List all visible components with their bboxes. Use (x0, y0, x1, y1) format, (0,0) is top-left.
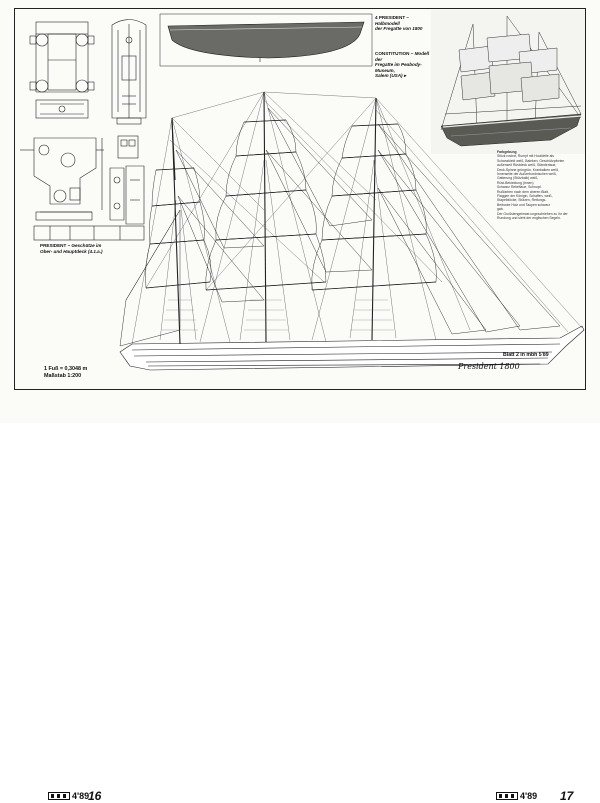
paint-description-line: Der Großstengelmast ungeschrieben zu ihr… (497, 211, 568, 216)
half-hull-caption-text-1: – Halbmodell (375, 15, 409, 26)
gun-caption-title: PRESIDENT (40, 243, 67, 248)
left-page-number: 16 (88, 789, 102, 803)
gun-sled-view (111, 19, 147, 125)
half-hull-caption-text-2: der Fregatte von 1800 (375, 26, 423, 32)
gun-side-view (20, 137, 104, 221)
right-page-number: 17 (560, 789, 574, 803)
half-hull-model (159, 13, 373, 67)
magazine-logo-icon (496, 792, 518, 800)
page-footer: 4'89 16 4'89 17 (0, 393, 600, 803)
paint-description-line: Stapelblöcke, Stützen, Rettungs- (497, 198, 547, 203)
half-hull-caption: 4 PRESIDENT – Halbmodell der Fregatte vo… (375, 15, 433, 32)
constitution-caption-text-3: Salem (USA) (375, 73, 403, 79)
ratlines (162, 299, 394, 331)
paint-description-line: Schwarz Relieftaue, Schnupf- (497, 185, 542, 190)
constitution-caption-text-1: – Modell der (375, 51, 430, 62)
paint-description-line: Innenseite der Außenbordnischen weiß, (497, 172, 557, 177)
magazine-logo-icon (48, 792, 70, 800)
masts (171, 91, 377, 345)
paint-description-line: Rundung und sieht der englischen Segeln. (497, 216, 561, 221)
gun-detail-parts (109, 135, 145, 225)
paint-description-line: außenseit Rüstdeck weiß, Ständertaue, (497, 163, 557, 168)
constitution-model-photo (431, 10, 585, 154)
constitution-caption-title: CONSTITUTION (375, 51, 410, 56)
plate-label: Blatt 2 in mbh 5'89 (503, 352, 549, 358)
yards (145, 119, 437, 291)
paint-description-line: Rüst-Bekleidung (Innen) (497, 180, 534, 185)
constitution-caption: CONSTITUTION – Modell der Fregatte im Pe… (375, 51, 435, 79)
paint-description-line: Gatterung (Stützbalk) weiß, (497, 176, 539, 181)
constitution-model-illustration (440, 15, 582, 147)
scale-ratio: Maßstab 1:200 (44, 373, 82, 379)
paint-description-line: Schanzkleid weiß, Baleken, Geschützpfort… (497, 158, 565, 163)
paint-description-line: Stück rostrot, Rumpf mit Hoofdelle als (497, 154, 554, 159)
paint-description-line: Flaggen der Königin, Schaffen, weiß, (497, 194, 553, 199)
paint-description: Farbgebung Stück rostrot, Rumpf mit Hoof… (497, 150, 577, 221)
scale-note: 1 Fuß = 0,3048 m Maßstab 1:200 (44, 366, 87, 380)
paint-description-line: Beiboote Holz und Taupen schwarz (497, 202, 551, 207)
gun-barrel-plan (33, 225, 145, 241)
constitution-caption-text-2: Fregatte im Peabody-Museum, (375, 62, 422, 73)
paint-description-heading: Farbgebung (497, 150, 517, 154)
right-issue: 4'89 (520, 791, 538, 801)
ship-plan-drawing (20, 13, 585, 371)
ship-hull (119, 325, 585, 371)
scale-conversion: 1 Fuß = 0,3048 m (44, 366, 88, 372)
paint-description-line: gab. (497, 207, 504, 212)
half-hull-caption-title: 4 PRESIDENT (375, 15, 406, 20)
paint-description-line: Deck-Spinne grüngrün, Kranbalken weiß, (497, 167, 560, 172)
drawing-signature: President 1800 (458, 362, 520, 371)
rigging (131, 91, 583, 345)
paint-description-line: Rußfarben nach dem oberen Blatt, (497, 189, 550, 194)
gun-caption-text-1: – Geschütze im (67, 243, 102, 248)
plan-frame (14, 8, 586, 390)
arrow-right-icon: ▸ (403, 73, 407, 79)
gun-caption-text-2: Ober- und Hauptdeck (4.1.a.) (40, 248, 103, 254)
magazine-spread: 4 PRESIDENT – Halbmodell der Fregatte vo… (0, 8, 600, 803)
left-issue: 4'89 (72, 791, 90, 801)
gun-carriage-top-view (29, 21, 95, 119)
gun-caption: PRESIDENT – Geschütze im Ober- und Haupt… (40, 243, 136, 254)
